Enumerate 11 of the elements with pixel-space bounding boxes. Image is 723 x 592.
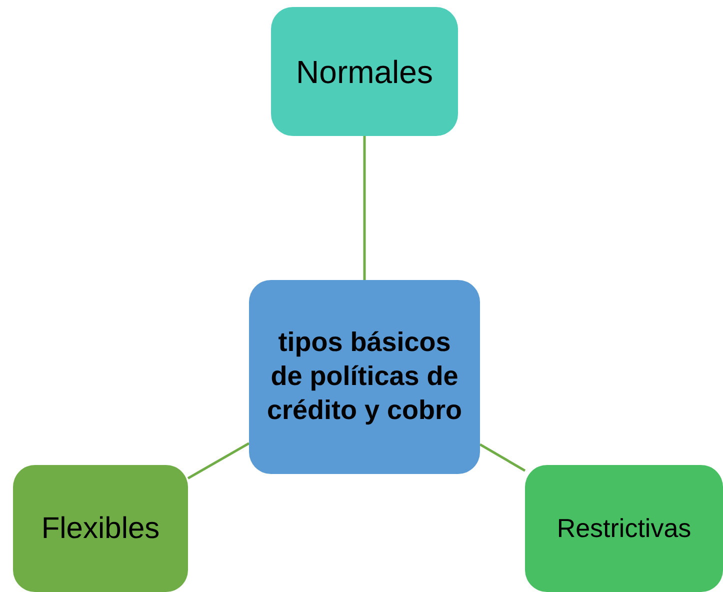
node-label: Normales: [296, 52, 433, 92]
node-label: tipos básicos de políticas de crédito y cobro: [266, 326, 464, 427]
rounded-box: [13, 465, 188, 592]
connector-line: [363, 136, 366, 280]
rounded-box: [525, 465, 723, 592]
connector-line: [479, 443, 526, 472]
rounded-box: [271, 7, 458, 136]
node-label: Flexibles: [41, 511, 160, 547]
rounded-box: [249, 280, 480, 474]
connector-line: [187, 442, 250, 480]
node-label: Restrictivas: [556, 512, 692, 545]
